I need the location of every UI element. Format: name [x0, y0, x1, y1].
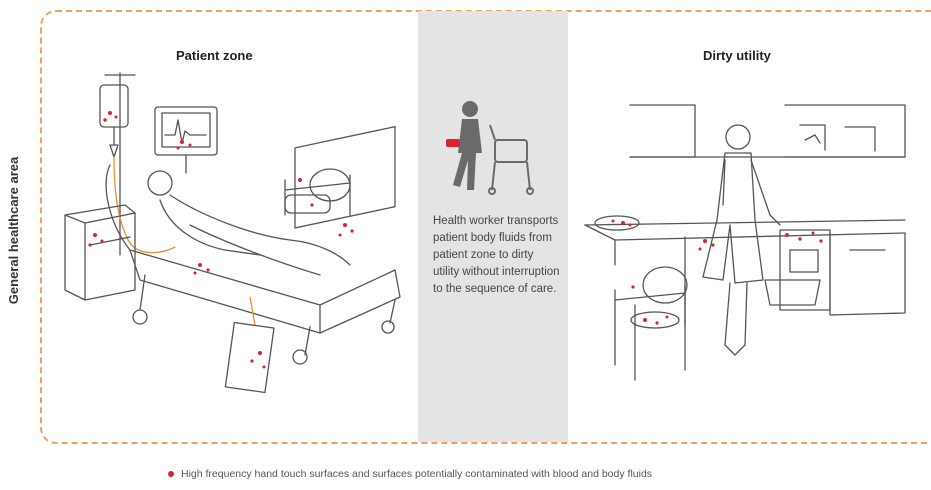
side-label: General healthcare area — [4, 140, 24, 320]
dirty-utility-title: Dirty utility — [703, 48, 771, 63]
monitor — [155, 107, 217, 173]
legend-text: High frequency hand touch surfaces and s… — [181, 468, 652, 480]
iv-pole — [100, 73, 175, 255]
legend-dot-icon — [168, 471, 174, 477]
patient-zone-illustration — [50, 65, 420, 395]
health-worker — [703, 125, 780, 355]
urine-bag — [225, 297, 274, 392]
bedside-cabinet — [65, 205, 135, 300]
counter — [585, 216, 905, 325]
bed — [106, 127, 400, 364]
patient-zone-title: Patient zone — [176, 48, 253, 63]
wall-cabinets — [630, 105, 905, 157]
fluid-container — [446, 139, 460, 147]
commode-chair — [615, 267, 687, 380]
legend: High frequency hand touch surfaces and s… — [168, 468, 652, 480]
commode-trolley — [489, 125, 533, 194]
transport-caption: Health worker transports patient body fl… — [433, 213, 561, 298]
health-worker-illustration — [440, 95, 550, 195]
dirty-utility-illustration — [575, 65, 930, 395]
